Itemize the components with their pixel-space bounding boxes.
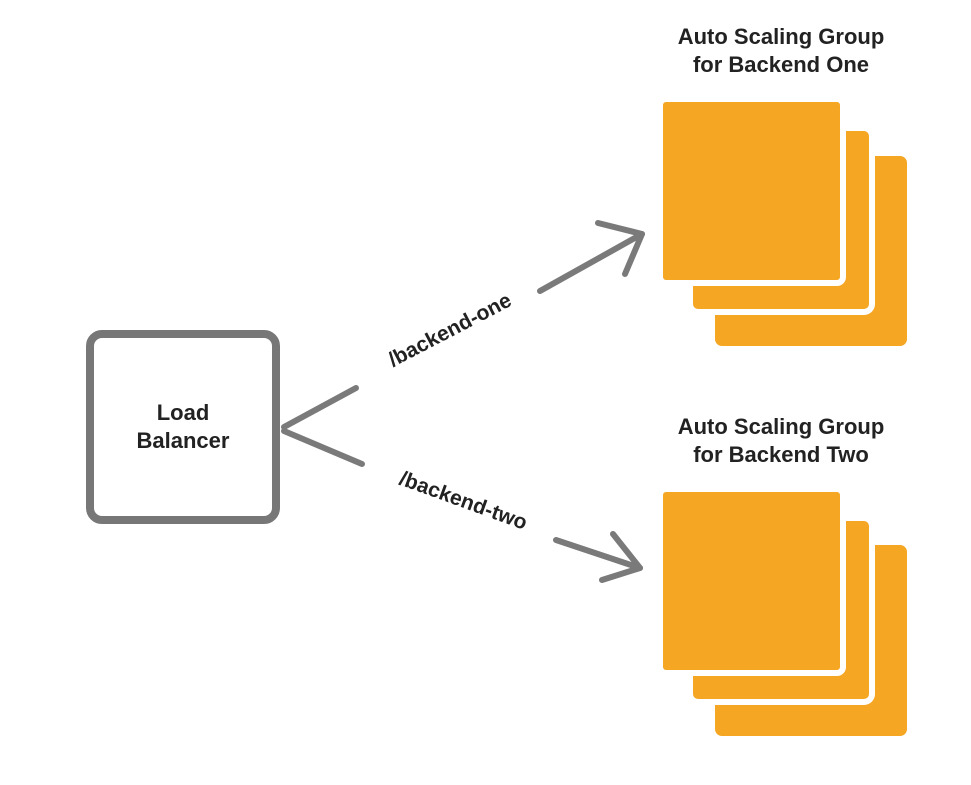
route-label-backend-one: /backend-one [385,289,516,372]
load-balancer-node: Load Balancer [86,330,280,524]
route-label-backend-two: /backend-two [396,467,530,535]
arrowhead-backend-two-icon [599,531,643,583]
route-line-backend-two-start [281,428,365,467]
load-balancer-label-line2: Balancer [137,428,230,453]
group-title-backend-one-line1: Auto Scaling Group [678,24,885,49]
group-title-backend-two-line2: for Backend Two [693,442,869,467]
route-line-backend-one-end [537,231,645,294]
instance-card-front [657,96,846,286]
group-title-backend-one-line2: for Backend One [693,52,869,77]
instance-stack-backend-two-icon [657,486,913,742]
auto-scaling-group-backend-two: Auto Scaling Group for Backend Two [657,414,913,742]
load-balancer-box [86,330,280,524]
instance-card-front [657,486,846,676]
group-title-backend-two-line1: Auto Scaling Group [678,414,885,439]
instance-stack-backend-one-icon [657,96,913,352]
route-connector-backend-two: /backend-two [281,428,643,583]
load-balancer-label-line1: Load [157,400,210,425]
route-line-backend-one-start [281,385,359,430]
route-connector-backend-one: /backend-one [281,220,645,430]
arrowhead-backend-one-icon [595,220,645,277]
auto-scaling-group-backend-one: Auto Scaling Group for Backend One [657,24,913,352]
route-line-backend-two-end [553,537,643,571]
